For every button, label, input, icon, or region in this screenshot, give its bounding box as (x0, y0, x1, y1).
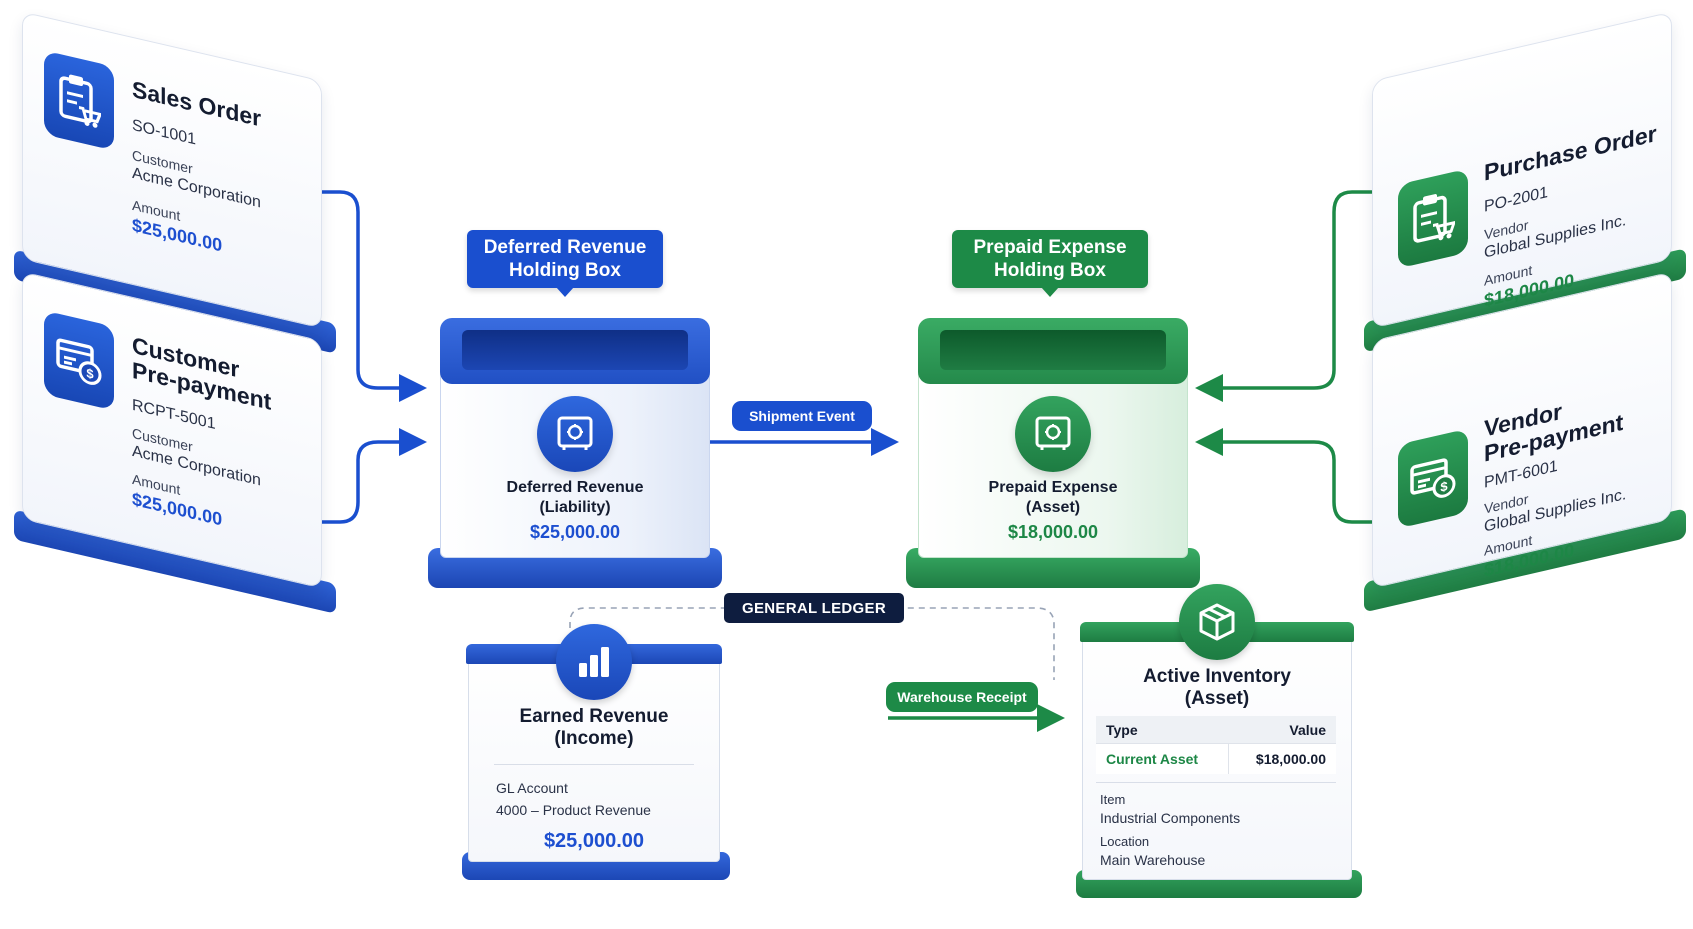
box-account-name: Prepaid Expense (Asset) (918, 478, 1188, 518)
box-amount: $25,000.00 (529, 522, 621, 542)
location-label: Location (1100, 834, 1150, 849)
item-label: Item (1100, 792, 1126, 807)
warehouse-receipt-label[interactable]: Warehouse Receipt (886, 682, 1038, 712)
card-title-line1: Active Inventory (1143, 666, 1291, 687)
gl-account-value: 4000 – Product Revenue (496, 802, 651, 818)
box-opening (462, 330, 688, 370)
bar-chart-icon (556, 624, 632, 700)
box-name-line1: Deferred Revenue (506, 479, 644, 496)
purchase-order-card[interactable]: Purchase Order PO-2001 Vendor Global Sup… (1364, 11, 1686, 353)
connector-customer-prepayment (312, 428, 427, 524)
card-title-line2: (Income) (554, 728, 634, 749)
card-title: Earned Revenue (Income) (468, 706, 720, 750)
cell-value: $18,000.00 (1228, 743, 1336, 774)
card-divider (494, 764, 694, 765)
card-title: Vendor Pre-payment (1484, 385, 1623, 467)
box-amount: $18,000.00 (1007, 522, 1099, 542)
inventory-table: Type Value Current Asset $18,000.00 (1096, 716, 1336, 774)
svg-text:$: $ (86, 365, 94, 382)
shipment-event-label[interactable]: Shipment Event (732, 401, 872, 431)
safe-icon (537, 396, 613, 472)
card-title: Active Inventory (Asset) (1082, 666, 1352, 710)
box-name-line1: Prepaid Expense (988, 479, 1118, 496)
prepaid-expense-tag: Prepaid Expense Holding Box (952, 230, 1148, 297)
item-value: Industrial Components (1100, 810, 1241, 826)
active-inventory-card[interactable]: Active Inventory (Asset) Type Value Curr… (1076, 584, 1362, 898)
card-dollar-icon: $ (44, 310, 114, 411)
general-ledger-label: GENERAL LEDGER (724, 593, 904, 623)
sales-order-card[interactable]: Sales Order SO-1001 Customer Acme Corpor… (14, 11, 336, 354)
svg-text:$: $ (1440, 478, 1448, 495)
box-name-line2: (Liability) (539, 499, 611, 516)
box-name-line2: (Asset) (1025, 499, 1081, 516)
card-title-line2: (Asset) (1184, 688, 1250, 709)
cell-type: Current Asset (1096, 743, 1230, 774)
card-title: Purchase Order (1484, 119, 1657, 186)
location-value: Main Warehouse (1100, 852, 1206, 868)
customer-prepayment-card[interactable]: $ Customer Pre-payment RCPT-5001 Custome… (14, 271, 336, 614)
order-number: SO-1001 (132, 116, 197, 149)
clipboard-cart-icon (1398, 168, 1468, 269)
connector-sales-order (312, 190, 427, 402)
column-header-type: Type (1096, 716, 1229, 744)
column-header-value: Value (1228, 716, 1336, 744)
deferred-revenue-tag: Deferred Revenue Holding Box (467, 230, 663, 297)
card-divider (1096, 782, 1336, 783)
safe-icon (1015, 396, 1091, 472)
package-icon (1179, 584, 1255, 660)
tag-line2: Holding Box (509, 260, 621, 281)
order-number: PO-2001 (1484, 183, 1549, 216)
card-title-line1: Earned Revenue (519, 706, 669, 727)
tag-line1: Prepaid Expense (973, 237, 1127, 258)
table-row: Current Asset $18,000.00 (1096, 743, 1336, 774)
vendor-prepayment-card[interactable]: $ Vendor Pre-payment PMT-6001 Vendor Glo… (1364, 271, 1686, 613)
clipboard-cart-icon (44, 50, 114, 151)
tag-line1: Deferred Revenue (483, 237, 647, 258)
box-rim (918, 318, 1188, 384)
prepaid-expense-box[interactable]: Prepaid Expense (Asset) $18,000.00 (906, 318, 1200, 588)
box-rim (440, 318, 710, 384)
table-header-row: Type Value (1096, 716, 1336, 744)
earned-revenue-amount: $25,000.00 (543, 830, 645, 852)
tag-line2: Holding Box (994, 260, 1106, 281)
box-account-name: Deferred Revenue (Liability) (440, 478, 710, 518)
box-opening (940, 330, 1166, 370)
connector-vendor-prepayment (1195, 428, 1380, 524)
connector-purchase-order (1195, 190, 1380, 402)
deferred-revenue-box[interactable]: Deferred Revenue (Liability) $25,000.00 (428, 318, 722, 588)
earned-revenue-card[interactable]: Earned Revenue (Income) GL Account 4000 … (462, 624, 730, 880)
card-dollar-icon: $ (1398, 428, 1468, 529)
gl-account-label: GL Account (496, 780, 568, 796)
